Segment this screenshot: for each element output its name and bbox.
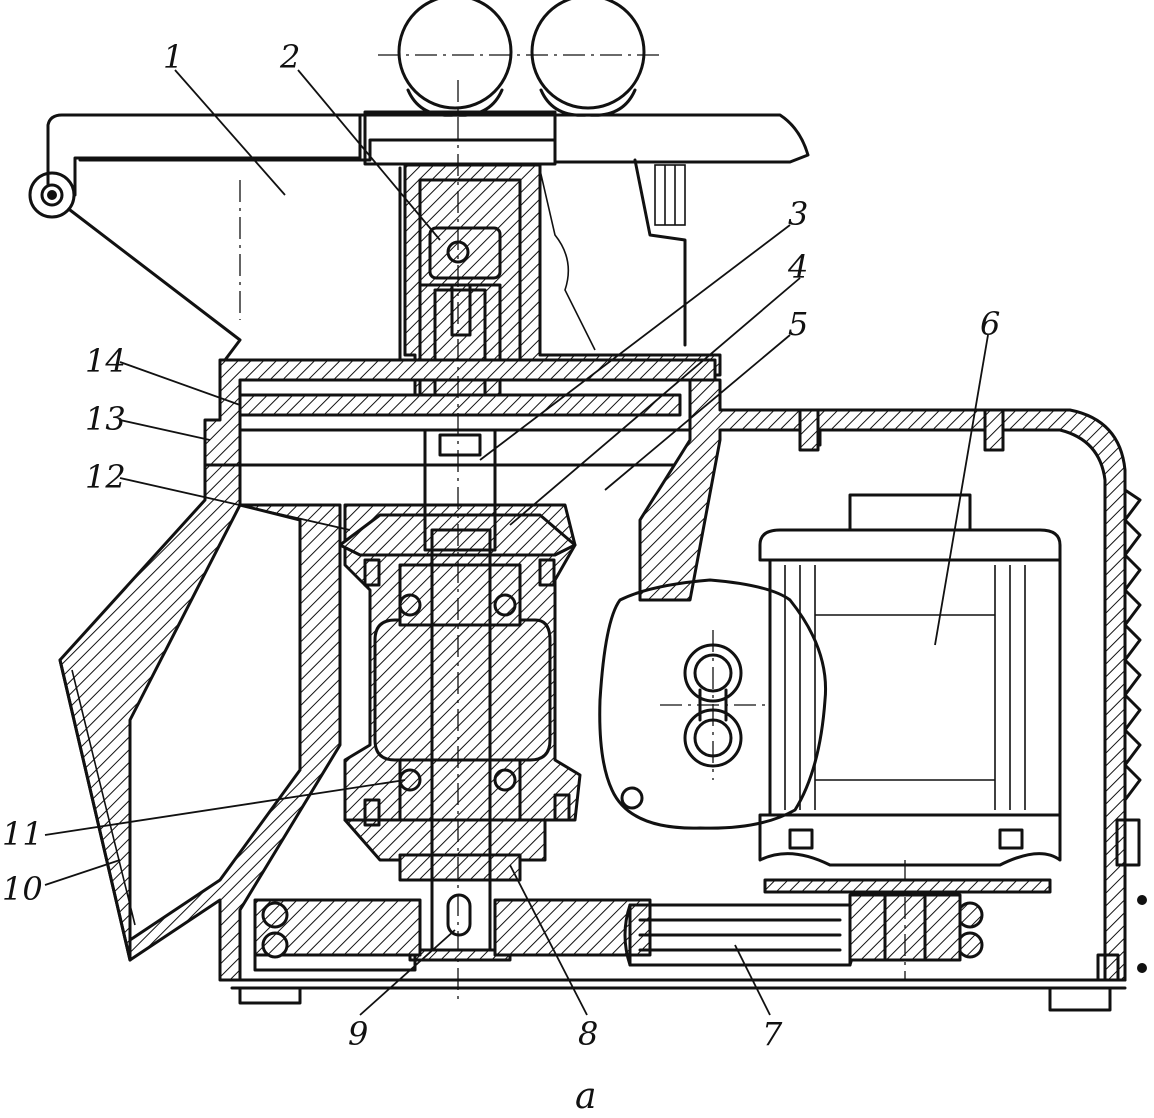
- leader-8: [509, 864, 588, 1016]
- leader-6: [934, 334, 989, 646]
- motor-pulley: [848, 860, 962, 980]
- leader-4: [509, 277, 801, 526]
- leader-10: [44, 859, 121, 886]
- hopper: [68, 158, 687, 362]
- ventilation-ribs: [1096, 488, 1147, 982]
- label-9: 9: [348, 1015, 368, 1053]
- side-plate: [598, 578, 828, 830]
- figure-caption: a: [575, 1076, 596, 1117]
- label-5: 5: [788, 305, 808, 343]
- electric-motor: [758, 493, 1062, 894]
- label-13: 13: [85, 400, 126, 438]
- large-pulley: [253, 898, 984, 972]
- leader-11: [44, 779, 406, 836]
- leader-5: [604, 334, 791, 491]
- label-12: 12: [85, 458, 126, 496]
- label-3: 3: [788, 195, 808, 233]
- label-10: 10: [2, 870, 43, 908]
- main-frame: [58, 378, 1127, 1012]
- leader-9: [359, 929, 456, 1016]
- leader-lines: [44, 69, 989, 1016]
- leader-2: [297, 69, 441, 241]
- leader-1: [174, 69, 286, 196]
- bearing-housing: [338, 503, 582, 882]
- label-4: 4: [787, 248, 808, 286]
- leader-14: [119, 361, 241, 406]
- leader-12: [119, 477, 351, 531]
- leader-13: [119, 419, 211, 441]
- label-7: 7: [762, 1015, 783, 1053]
- callout-labels: 1 2 3 4 5 6 7 8 9 10 11 12 13 14 a: [2, 38, 1000, 1117]
- rotor-disc: [203, 358, 717, 467]
- label-1: 1: [163, 38, 183, 76]
- label-11: 11: [2, 815, 43, 853]
- top-knobs: [378, 0, 662, 117]
- leader-7: [734, 944, 771, 1016]
- label-6: 6: [980, 305, 1000, 343]
- label-2: 2: [279, 38, 300, 76]
- chute: [58, 658, 136, 962]
- leader-3: [479, 224, 791, 461]
- label-14: 14: [85, 342, 126, 380]
- label-8: 8: [578, 1015, 598, 1053]
